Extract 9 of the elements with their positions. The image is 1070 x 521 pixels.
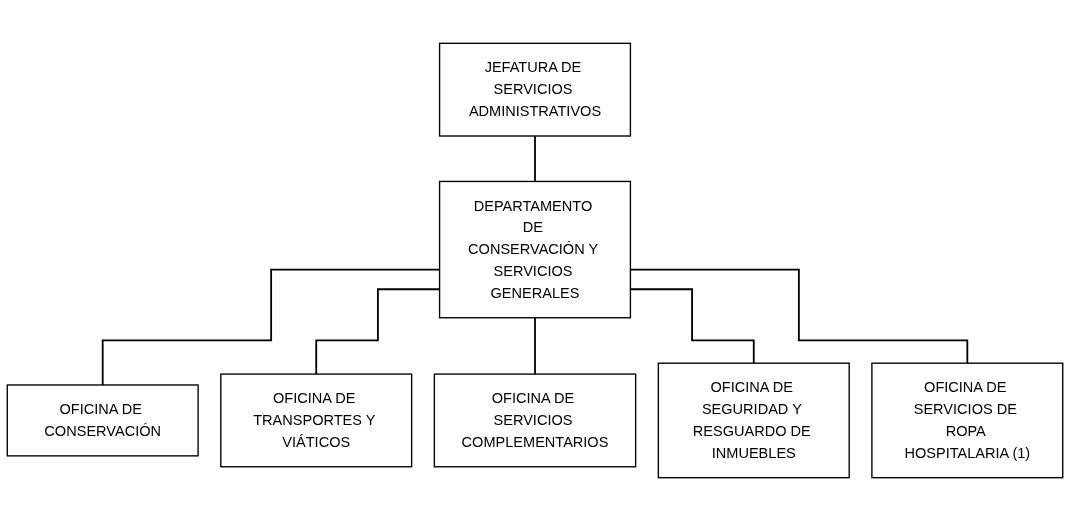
node-box: OFICINA DE TRANSPORTES Y VIÁTICOS <box>220 373 413 468</box>
node-box: OFICINA DE CONSERVACIÓN <box>6 384 199 457</box>
node-box: DEPARTAMENTO DE CONSERVACIÓN Y SERVICIOS GENERALES <box>438 180 632 319</box>
node-box: OFICINA DE SEGURIDAD Y RESGUARDO DE INMUEBLES <box>657 362 850 479</box>
node-box: OFICINA DE SERVICIOS COMPLEMENTARIOS <box>433 373 637 468</box>
connector <box>534 316 536 375</box>
node-box: JEFATURA DE SERVICIOS ADMINISTRATIVOS <box>438 42 632 137</box>
connector <box>534 135 536 183</box>
node-box: OFICINA DE SERVICIOS DE ROPA HOSPITALARIA (1) <box>871 362 1064 479</box>
